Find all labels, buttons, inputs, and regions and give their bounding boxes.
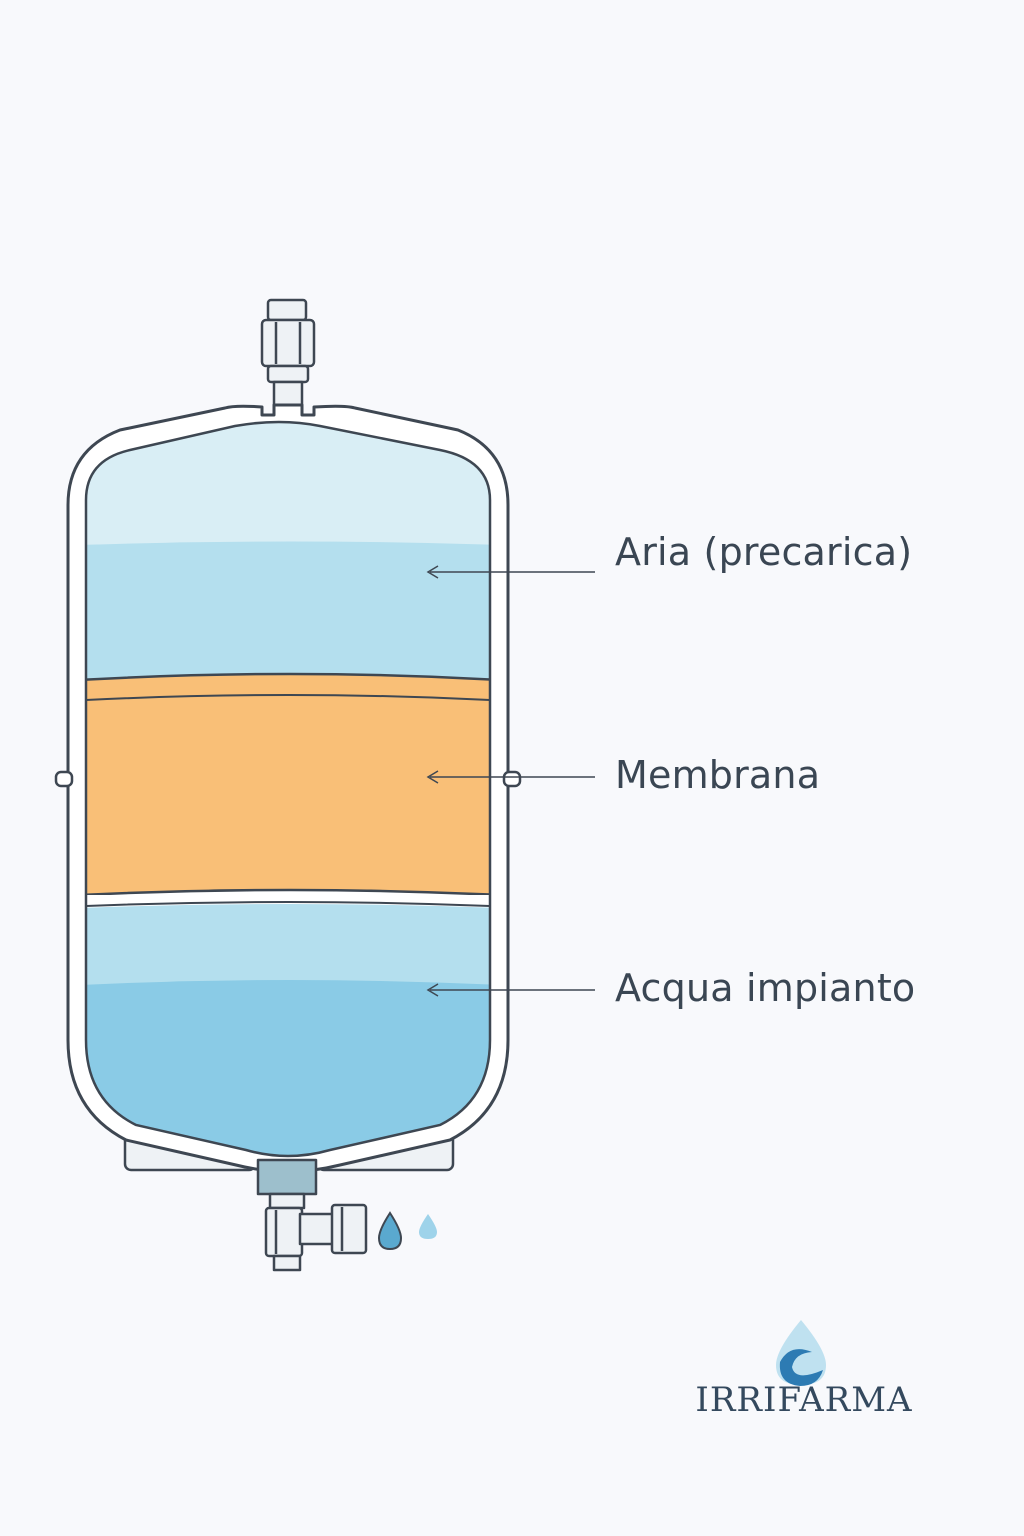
- water-drop-small-icon: [419, 1214, 437, 1239]
- air-chamber: [86, 541, 490, 690]
- separator-band: [86, 890, 490, 905]
- membrane-line: [86, 694, 490, 701]
- membrane-label: Membrana: [615, 753, 821, 797]
- top-valve-icon: [260, 298, 316, 414]
- water-drop-icon: [377, 1211, 403, 1251]
- tank-inner-outline: [84, 420, 492, 1158]
- water-chamber-top: [86, 904, 490, 990]
- bottom-outlet: [256, 1158, 368, 1272]
- label-leaders: [426, 565, 595, 997]
- brand-name: IRRIFARMA: [695, 1380, 913, 1420]
- air-label: Aria (precarica): [615, 530, 913, 574]
- water-label: Acqua impianto: [615, 966, 916, 1010]
- membrane-layer: [86, 672, 490, 897]
- side-clamps: [54, 770, 522, 788]
- brand-logo-icon: [776, 1320, 826, 1386]
- water-chamber: [86, 980, 490, 1156]
